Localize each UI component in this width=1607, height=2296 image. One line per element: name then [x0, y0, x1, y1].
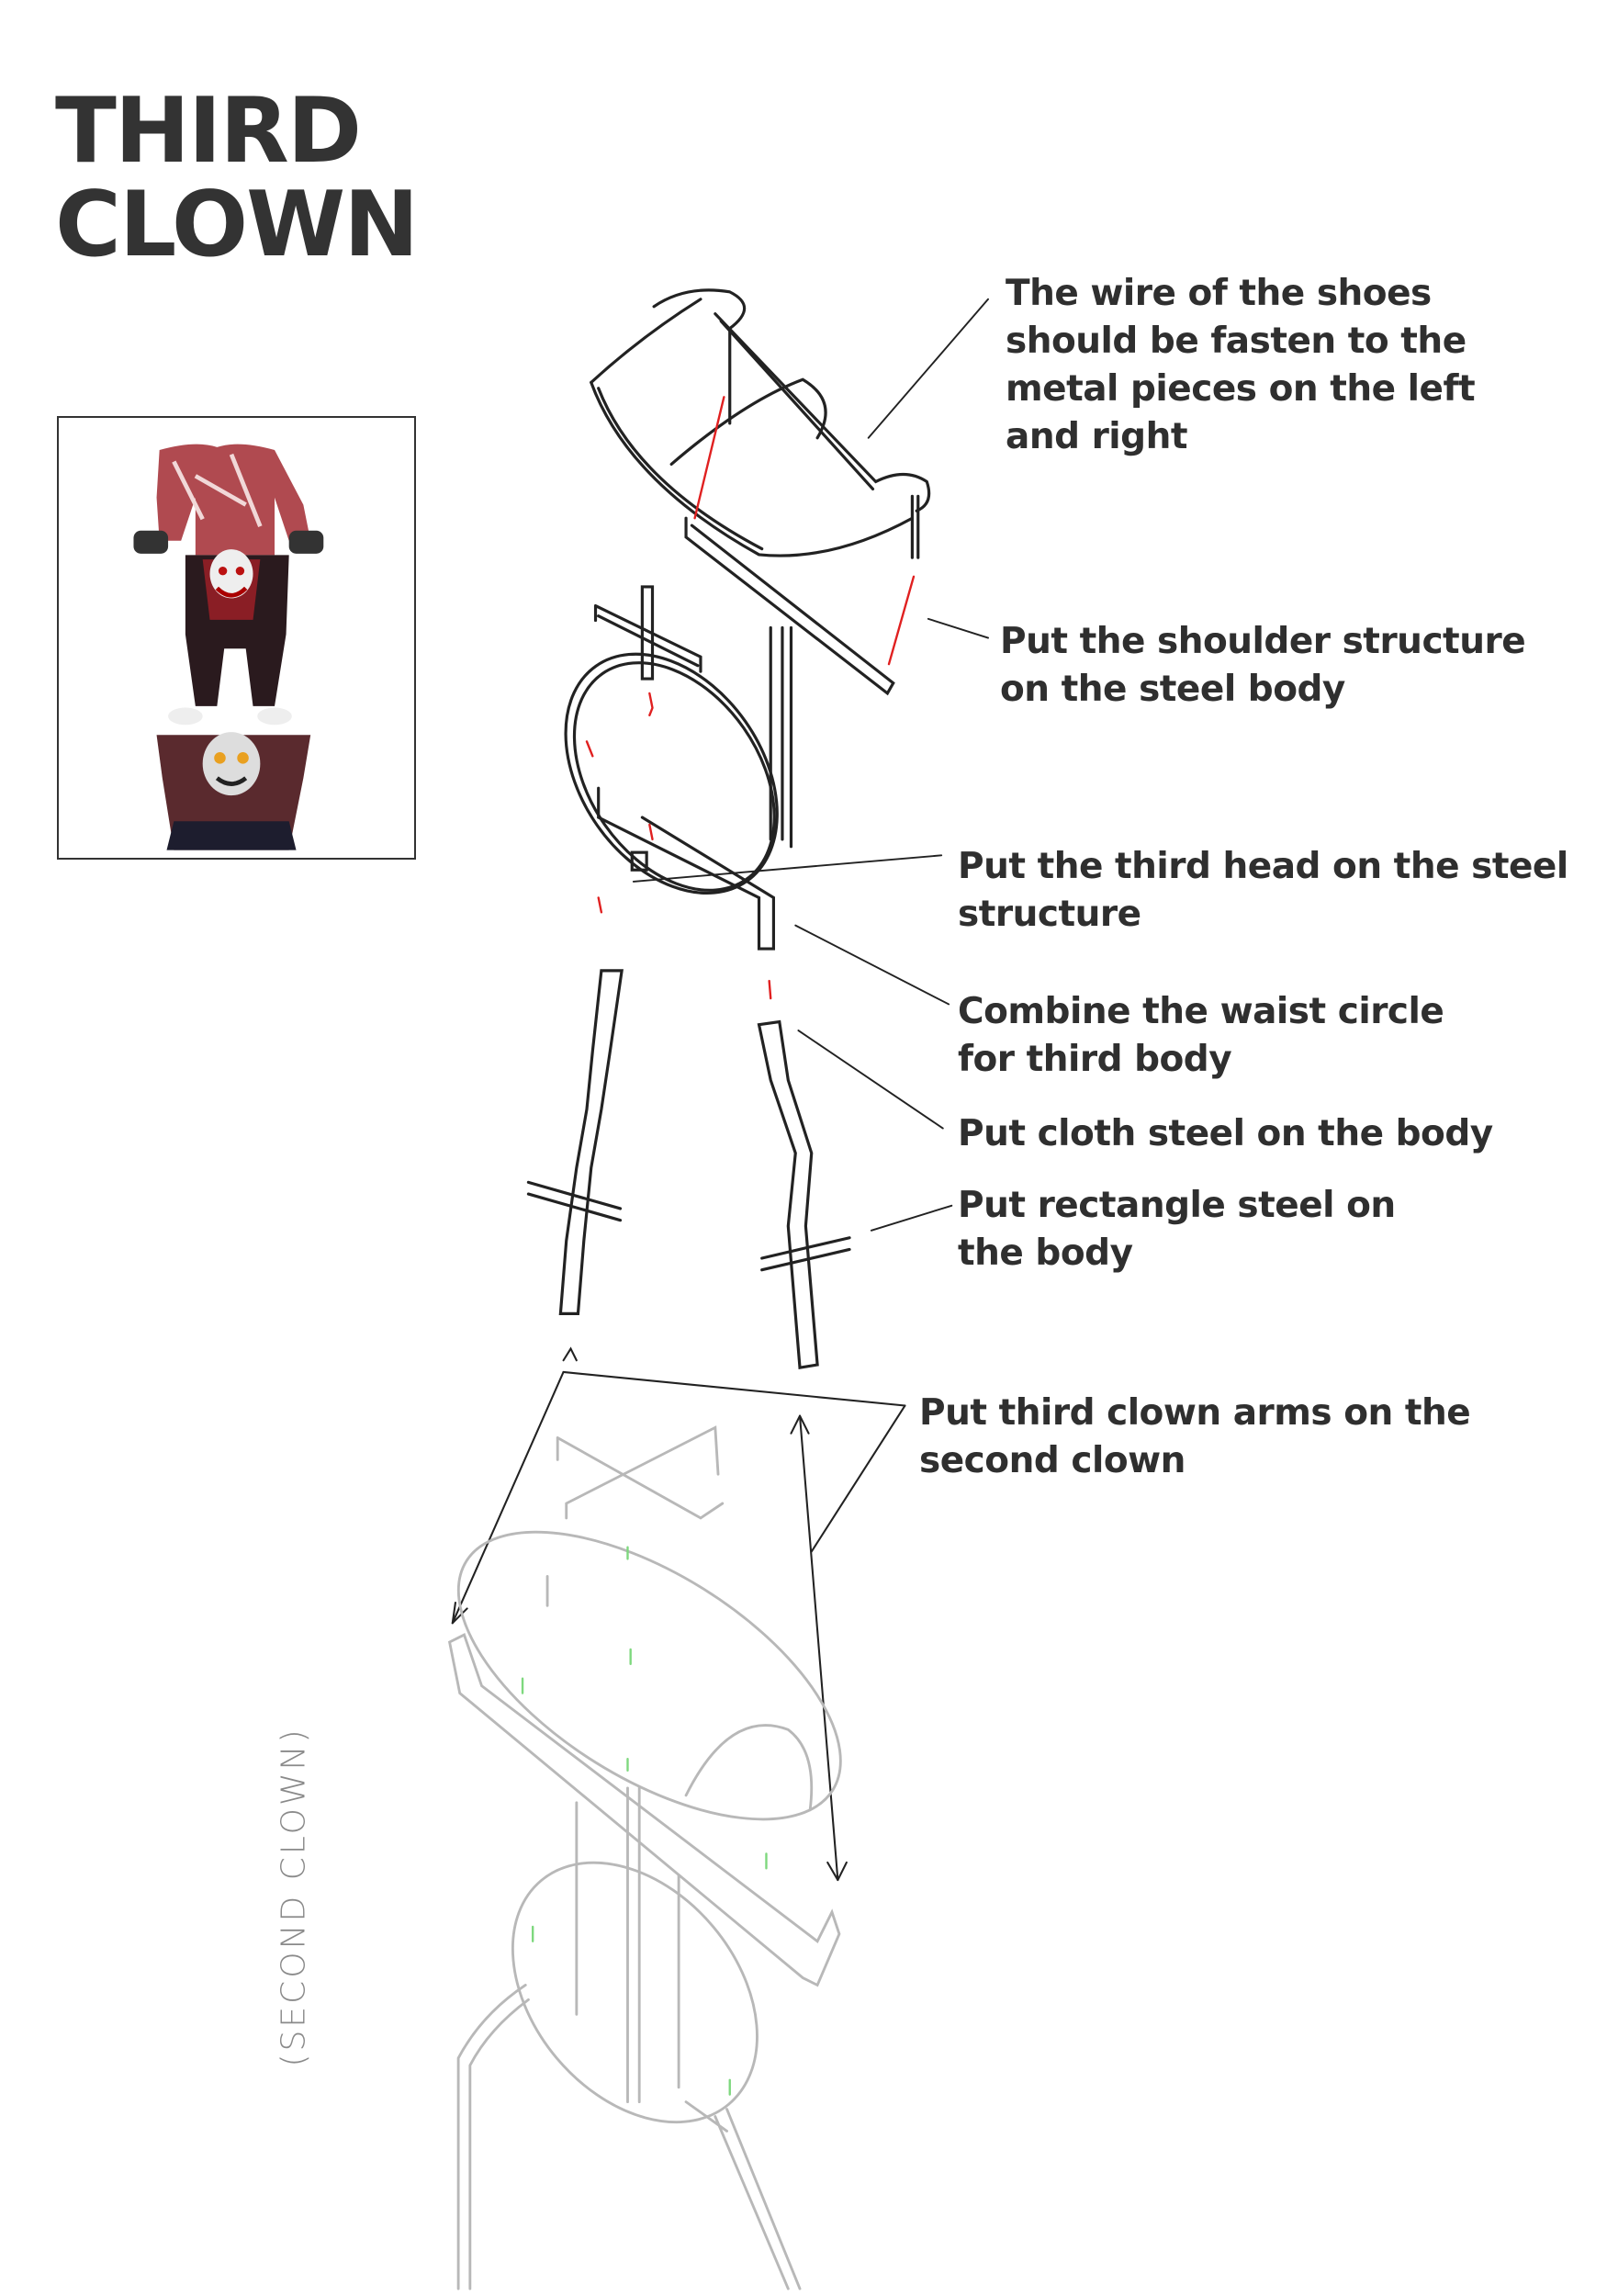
- title-line-1: THIRD: [55, 79, 362, 184]
- annotation-line: The wire of the shoes: [1006, 273, 1432, 314]
- page-title: THIRD CLOWN: [55, 79, 419, 277]
- shoe-wire-structure: [590, 288, 931, 559]
- annotation-line: Put the shoulder structure: [1000, 621, 1526, 662]
- annotation-line: Put third clown arms on the: [919, 1392, 1471, 1434]
- clown-reference-photo: [57, 416, 416, 860]
- leader-line-shoes: [867, 298, 990, 439]
- head-cross-structure: [593, 585, 702, 681]
- leader-line-shoulder: [927, 617, 990, 639]
- cloth-steel-bars: [526, 969, 851, 1370]
- clown-costume-image: [133, 444, 324, 850]
- annotation-line: Put cloth steel on the body: [958, 1113, 1493, 1154]
- annotation-line: second clown: [919, 1440, 1186, 1481]
- arms-arrows: [451, 1346, 906, 1882]
- green-guide-markers: [521, 1546, 768, 2096]
- second-clown-label: (SECOND CLOWN): [275, 1727, 313, 2067]
- shoulder-structure: [684, 516, 895, 849]
- waist-circle: [564, 652, 779, 951]
- annotation-line: Put the third head on the steel: [958, 846, 1568, 887]
- annotation-cloth-steel: Put cloth steel on the body: [958, 1110, 1493, 1158]
- annotation-line: Put rectangle steel on: [958, 1185, 1396, 1226]
- leader-lines-body: [797, 1030, 953, 1232]
- annotation-shoulder: Put the shoulder structure on the steel …: [1000, 618, 1526, 714]
- annotation-line: Combine the waist circle: [958, 991, 1444, 1032]
- annotation-line: and right: [1006, 416, 1188, 457]
- leader-lines-head-waist: [632, 854, 950, 1006]
- annotation-line: the body: [958, 1232, 1133, 1274]
- annotation-line: for third body: [958, 1039, 1232, 1080]
- annotation-arms: Put third clown arms on the second clown: [919, 1390, 1471, 1485]
- annotation-line: metal pieces on the left: [1006, 368, 1476, 410]
- annotation-line: on the steel body: [1000, 669, 1345, 710]
- title-line-2: CLOWN: [55, 173, 419, 277]
- annotation-line: structure: [958, 894, 1141, 935]
- annotation-rectangle-steel: Put rectangle steel on the body: [958, 1182, 1396, 1277]
- red-guide-markers: [585, 396, 916, 1000]
- second-clown-structure: [447, 1425, 842, 2290]
- annotation-shoe-wire: The wire of the shoes should be fasten t…: [1006, 270, 1476, 461]
- annotation-line: should be fasten to the: [1006, 321, 1467, 362]
- annotation-waist-circle: Combine the waist circle for third body: [958, 988, 1444, 1084]
- annotation-head: Put the third head on the steel structur…: [958, 843, 1568, 939]
